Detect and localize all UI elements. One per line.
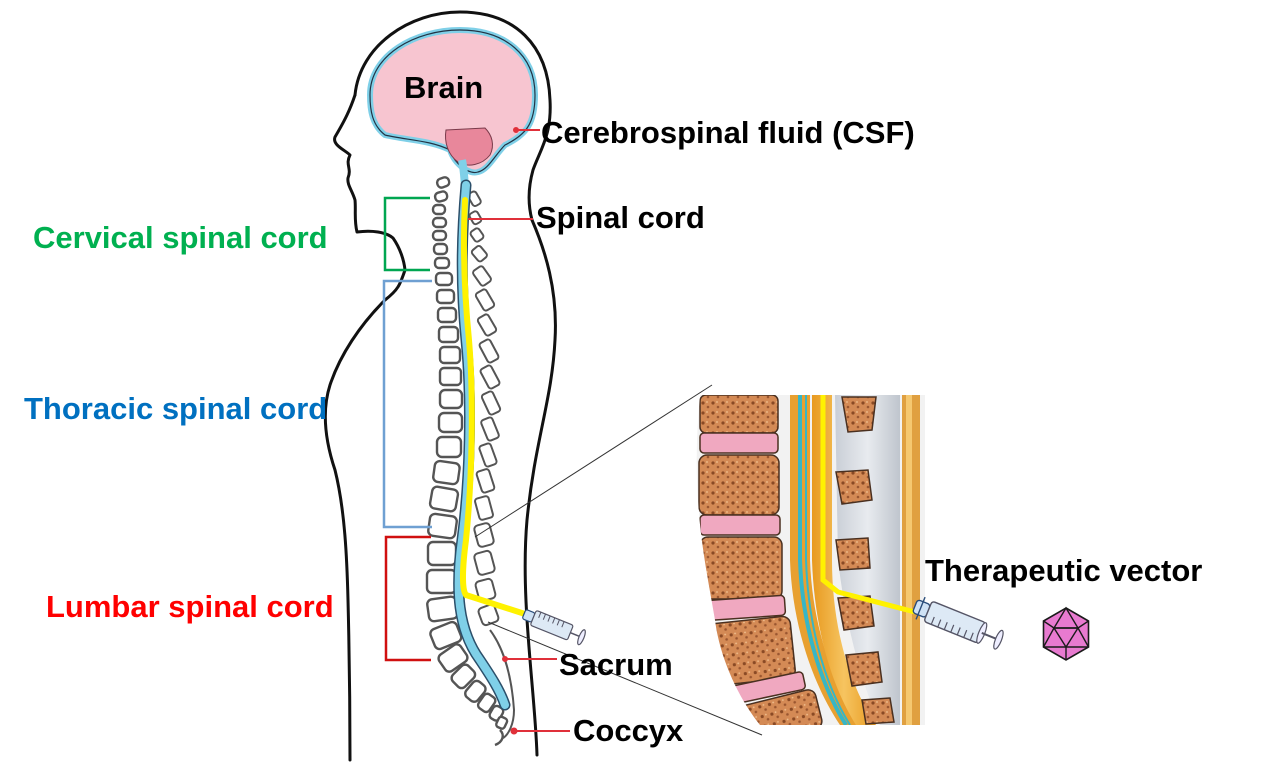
icosahedral-capsid-icon <box>1042 606 1090 661</box>
label-coccyx: Coccyx <box>573 713 684 748</box>
syringe-icon <box>912 596 1004 650</box>
label-sacrum: Sacrum <box>559 647 673 682</box>
label-cervical-spinal-cord: Cervical spinal cord <box>33 220 328 255</box>
lumbar-inset <box>696 395 925 725</box>
lumbar-bracket <box>384 535 431 662</box>
spinal-cord <box>460 197 528 617</box>
spinal-canal <box>453 179 528 711</box>
thoracic-bracket <box>382 279 432 529</box>
label-brain: Brain <box>404 70 484 105</box>
vertebral-bodies <box>698 395 823 725</box>
leader-lines <box>468 127 570 735</box>
syringe-icon <box>522 609 586 646</box>
label-therapeutic-vector: Therapeutic vector <box>925 553 1203 588</box>
label-lumbar-spinal-cord: Lumbar spinal cord <box>46 589 334 624</box>
cerebellum <box>445 127 493 166</box>
vertebral-column <box>425 176 516 747</box>
brain <box>366 26 539 206</box>
label-thoracic-spinal-cord: Thoracic spinal cord <box>24 391 328 426</box>
cervical-bracket <box>383 196 430 272</box>
label-spinal-cord: Spinal cord <box>536 200 705 235</box>
label-csf: Cerebrospinal fluid (CSF) <box>541 115 915 150</box>
zoom-callout-lines <box>474 384 763 736</box>
